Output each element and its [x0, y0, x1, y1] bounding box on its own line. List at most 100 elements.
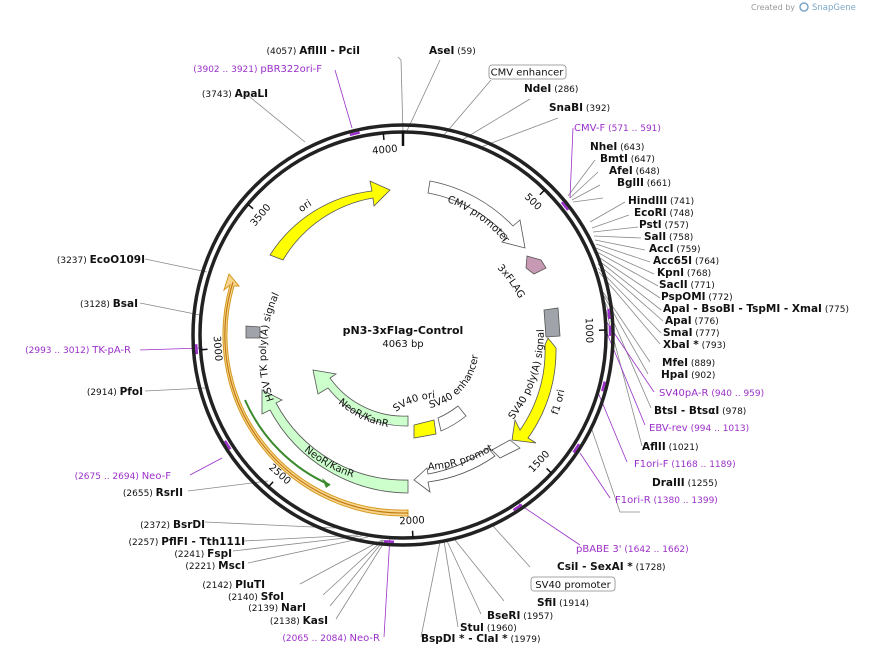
- 3xflag-feature[interactable]: [525, 255, 547, 275]
- enzyme-text: SnaBI (392): [549, 102, 610, 114]
- primer-label-3[interactable]: EBV-rev (994 .. 1013): [649, 423, 749, 434]
- primer-text: (3902 .. 3921) pBR322ori-F: [193, 64, 322, 75]
- enzyme-label-41[interactable]: (3128) BsaI: [80, 298, 138, 310]
- enzyme-label-15[interactable]: SacII (771): [659, 279, 715, 291]
- enzyme-label-10[interactable]: PstI (757): [639, 219, 689, 231]
- enzyme-label-8[interactable]: HindIII (741): [628, 195, 694, 207]
- primer-label-1[interactable]: CMV-F (571 .. 591): [574, 123, 661, 134]
- neor-kanr-inner-feature[interactable]: [312, 369, 409, 427]
- ori-feature[interactable]: [269, 180, 391, 261]
- enzyme-label-29[interactable]: StuI (1960): [460, 622, 517, 634]
- sv40-ori-feature[interactable]: [413, 419, 437, 439]
- enzyme-text: (2257) PflFI - Tth111I: [128, 536, 245, 548]
- plasmid-size: 4063 bp: [382, 339, 423, 350]
- sv40-enhancer-feature[interactable]: [437, 405, 467, 432]
- enzyme-label-6[interactable]: AfeI (648): [609, 165, 660, 177]
- enzyme-label-35[interactable]: (2221) MscI: [185, 560, 245, 572]
- enzyme-label-17[interactable]: ApaI - BsoBI - TspMI - XmaI (775): [663, 303, 849, 315]
- enzyme-label-43[interactable]: (3743) ApaLI: [202, 88, 268, 100]
- neor-orf-line: [244, 399, 331, 486]
- plasmid-name: pN3-3xFlag-Control: [343, 324, 464, 337]
- primer-text: (2993 .. 3012) TK-pA-R: [25, 345, 131, 356]
- enzyme-label-7[interactable]: BglII (661): [617, 177, 671, 189]
- enzyme-label-21[interactable]: MfeI (889): [662, 357, 715, 369]
- enzyme-label-11[interactable]: SalI (758): [644, 231, 693, 243]
- ori-label: ori: [297, 198, 314, 215]
- enzyme-label-33[interactable]: (2140) SfoI: [228, 591, 284, 603]
- 3xflag-label: 3xFLAG: [495, 263, 527, 301]
- sv40-promoter-box[interactable]: SV40 promoter: [530, 576, 616, 592]
- ampr-promoter-arrow-1: [491, 439, 521, 459]
- primer-text: F1ori-F (1168 .. 1189): [634, 459, 736, 470]
- enzyme-label-32[interactable]: (2139) NarI: [248, 602, 306, 614]
- enzyme-label-31[interactable]: (2138) KasI: [270, 615, 328, 627]
- primer-label-7[interactable]: (2065 .. 2084) Neo-R: [282, 633, 380, 644]
- enzyme-label-28[interactable]: BseRI (1957): [487, 610, 553, 622]
- enzyme-label-23[interactable]: BtsI - BtsαI (978): [654, 405, 746, 417]
- enzyme-label-20[interactable]: XbaI * (793): [663, 339, 726, 351]
- tick-mark-1500: [546, 467, 553, 474]
- enzyme-label-19[interactable]: SmaI (777): [663, 327, 720, 339]
- enzyme-label-14[interactable]: KpnI (768): [657, 267, 711, 279]
- enzyme-label-9[interactable]: EcoRI (748): [634, 207, 694, 219]
- enzyme-label-25[interactable]: DraIII (1255): [652, 477, 718, 489]
- sv40-polya-feature[interactable]: [543, 307, 561, 338]
- enzyme-label-4[interactable]: NheI (643): [590, 141, 644, 153]
- cmv-promoter-feature[interactable]: [427, 180, 526, 249]
- enzyme-label-38[interactable]: (2372) BsrDI: [140, 519, 205, 531]
- enzyme-label-27[interactable]: SfiI (1914): [537, 597, 589, 609]
- enzyme-label-37[interactable]: (2257) PflFI - Tth111I: [128, 536, 245, 548]
- enzyme-text: AfeI (648): [609, 165, 660, 177]
- tick-mark-3000: [200, 348, 208, 351]
- enzyme-label-18[interactable]: ApaI (776): [665, 315, 719, 327]
- label-leader-lines: [139, 56, 664, 638]
- orf-band-feature[interactable]: [222, 272, 409, 517]
- primer-label-0[interactable]: (3902 .. 3921) pBR322ori-F: [193, 64, 322, 75]
- enzyme-label-5[interactable]: BmtI (647): [600, 153, 655, 165]
- enzyme-label-40[interactable]: (2914) PfoI: [87, 386, 143, 398]
- enzyme-label-12[interactable]: AccI (759): [649, 243, 701, 255]
- sv40-promoter-label: SV40 promoter: [535, 580, 611, 591]
- primer-label-8[interactable]: (2675 .. 2694) Neo-F: [75, 471, 172, 482]
- hsv-tk-feature[interactable]: [245, 325, 261, 339]
- f1-ori-feature[interactable]: [511, 337, 557, 444]
- enzyme-text: ApaI (776): [665, 315, 719, 327]
- enzyme-label-16[interactable]: PspOMI (772): [661, 291, 733, 303]
- primer-label-9[interactable]: (2993 .. 3012) TK-pA-R: [25, 345, 131, 356]
- enzyme-label-42[interactable]: (3237) EcoO109I: [57, 254, 145, 266]
- enzyme-text: SacII (771): [659, 279, 715, 291]
- ampr-promoter-feature[interactable]: [413, 447, 496, 493]
- enzyme-label-1[interactable]: AseI (59): [429, 45, 476, 57]
- enzyme-label-34[interactable]: (2142) PluTI: [202, 579, 265, 591]
- enzyme-label-39[interactable]: (2655) RsrII: [123, 487, 183, 499]
- site-labels: (4057) AflIII - PciI AseI (59) NdeI (286) S…: [25, 45, 849, 645]
- enzyme-text: AflII (1021): [642, 441, 699, 453]
- enzyme-label-13[interactable]: Acc65I (764): [653, 255, 719, 267]
- enzyme-label-26[interactable]: CsiI - SexAI * (1728): [557, 561, 666, 573]
- enzyme-label-30[interactable]: BspDI * - ClaI * (1979): [421, 633, 540, 645]
- enzyme-label-2[interactable]: NdeI (286): [524, 83, 578, 95]
- primer-mark-4: [601, 381, 606, 392]
- neor-kanr-outer-feature[interactable]: [261, 389, 409, 494]
- enzyme-text: (2655) RsrII: [123, 487, 183, 499]
- tick-mark-500: [539, 189, 546, 196]
- enzyme-label-3[interactable]: SnaBI (392): [549, 102, 610, 114]
- enzyme-label-0[interactable]: (4057) AflIII - PciI: [266, 45, 360, 57]
- primer-mark-6: [512, 503, 523, 512]
- cmv-enhancer-box[interactable]: CMV enhancer: [488, 64, 567, 80]
- enzyme-label-22[interactable]: HpaI (902): [661, 369, 715, 381]
- primer-label-4[interactable]: F1ori-F (1168 .. 1189): [634, 459, 736, 470]
- snapgene-brand-text: SnapGene: [812, 3, 856, 13]
- enzyme-label-24[interactable]: AflII (1021): [642, 441, 699, 453]
- primer-label-5[interactable]: F1ori-R (1380 .. 1399): [615, 495, 718, 506]
- primer-mark-8: [223, 440, 232, 450]
- primer-label-2[interactable]: SV40pA-R (940 .. 959): [659, 388, 764, 399]
- enzyme-text: (2372) BsrDI: [140, 519, 205, 531]
- enzyme-text: ApaI - BsoBI - TspMI - XmaI (775): [663, 303, 849, 315]
- primer-label-6[interactable]: pBABE 3' (1642 .. 1662): [576, 544, 689, 555]
- enzyme-text: DraIII (1255): [652, 477, 718, 489]
- tick-mark-3500: [247, 203, 254, 210]
- primer-text: (2675 .. 2694) Neo-F: [75, 471, 172, 482]
- enzyme-label-36[interactable]: (2241) FspI: [174, 548, 232, 560]
- enzyme-text: XbaI * (793): [663, 339, 726, 351]
